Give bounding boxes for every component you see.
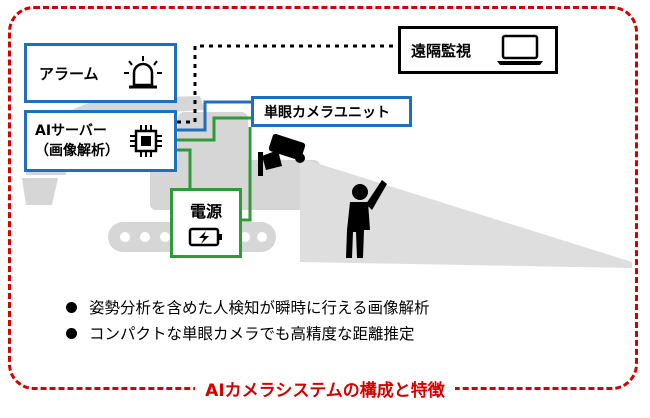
ai-server-box: AIサーバー （画像解析） (24, 110, 177, 172)
camera-unit-box: 単眼カメラユニット (251, 96, 412, 127)
diagram-caption: AIカメラシステムの構成と特徴 (0, 379, 650, 403)
feature-list: 姿勢分析を含めた人検知が瞬時に行える画像解析 コンパクトな単眼カメラでも高精度な… (66, 294, 430, 346)
chip-icon (130, 125, 162, 157)
bullet-dot-icon (66, 301, 77, 313)
remote-monitoring-box: 遠隔監視 (398, 26, 558, 74)
bullet-dot-icon (66, 327, 77, 339)
feature-text: コンパクトな単眼カメラでも高精度な距離推定 (89, 325, 415, 343)
person-icon (346, 180, 387, 258)
camera-unit-label: 単眼カメラユニット (264, 104, 390, 121)
link-server-camera-green (177, 116, 251, 142)
power-label: 電源 (189, 202, 222, 221)
alarm-label: アラーム (39, 64, 99, 83)
feature-item: コンパクトな単眼カメラでも高精度な距離推定 (66, 320, 430, 346)
link-server-remote (177, 44, 398, 124)
alarm-box: アラーム (24, 43, 177, 103)
feature-item: 姿勢分析を含めた人検知が瞬時に行える画像解析 (66, 294, 430, 320)
alarm-light-icon (124, 56, 162, 89)
caption-text: AIカメラシステムの構成と特徴 (195, 381, 455, 401)
remote-monitoring-label: 遠隔監視 (411, 41, 472, 60)
laptop-icon (497, 34, 543, 65)
feature-text: 姿勢分析を含めた人検知が瞬時に行える画像解析 (89, 299, 430, 317)
ai-server-title: AIサーバー (35, 123, 107, 139)
link-server-camera-blue (177, 100, 251, 132)
power-box: 電源 (170, 188, 242, 258)
ai-server-labels: AIサーバー （画像解析） (35, 121, 128, 161)
battery-charging-icon (188, 227, 222, 247)
ai-server-subtitle: （画像解析） (35, 143, 119, 159)
camera-icon (258, 133, 306, 176)
link-power-camera (242, 127, 252, 222)
link-power-lines (177, 148, 192, 188)
